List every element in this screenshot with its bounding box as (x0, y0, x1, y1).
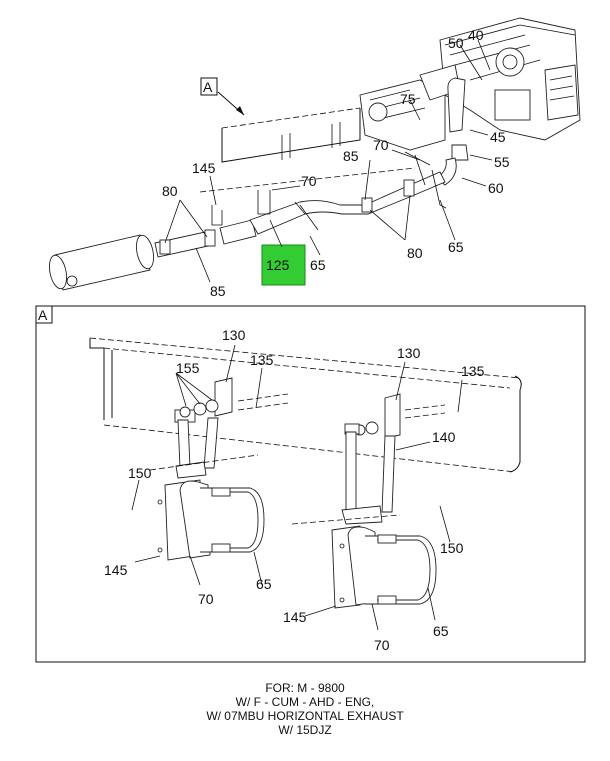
exhaust-assembly (48, 107, 447, 291)
label-80-right: 80 (407, 245, 423, 261)
label-65-left: 65 (256, 576, 272, 592)
label-155: 155 (176, 360, 200, 376)
view-a-callout: A (200, 77, 245, 116)
label-85-top: 85 (343, 148, 359, 164)
label-135-left: 135 (250, 352, 274, 368)
label-130-right: 130 (397, 345, 421, 361)
label-85-bottom: 85 (210, 283, 226, 299)
label-70-left: 70 (198, 591, 214, 607)
caption-line-3: W/ 07MBU HORIZONTAL EXHAUST (206, 709, 404, 723)
label-60: 60 (488, 180, 504, 196)
leader-lines-main (164, 39, 493, 283)
label-70-top-right: 70 (373, 137, 389, 153)
label-70-right: 70 (374, 637, 390, 653)
caption-line-1: FOR: M - 9800 (265, 681, 345, 695)
label-40: 40 (468, 27, 484, 43)
label-75: 75 (400, 91, 416, 107)
label-65-right: 65 (448, 239, 464, 255)
label-140: 140 (432, 429, 456, 445)
svg-text:A: A (38, 307, 48, 323)
caption: FOR: M - 9800 W/ F - CUM - AHD - ENG, W/… (0, 681, 610, 737)
detail-view-a: A (35, 305, 586, 663)
label-50: 50 (448, 35, 464, 51)
label-135-right: 135 (461, 363, 485, 379)
highlight-125 (261, 244, 306, 286)
label-150-left: 150 (128, 465, 152, 481)
svg-text:A: A (203, 79, 213, 95)
label-65-mid: 65 (310, 257, 326, 273)
caption-line-2: W/ F - CUM - AHD - ENG, (235, 695, 375, 709)
label-70-main: 70 (301, 173, 317, 189)
caption-line-4: W/ 15DJZ (278, 723, 332, 737)
label-150-right: 150 (440, 540, 464, 556)
label-145-left: 145 (104, 562, 128, 578)
label-45: 45 (490, 129, 506, 145)
label-125: 125 (266, 257, 290, 273)
label-145-right: 145 (283, 609, 307, 625)
label-55: 55 (494, 154, 510, 170)
main-part-labels: 50 40 75 45 85 55 145 70 60 80 65 125 65… (162, 27, 510, 299)
detail-part-labels: 130 155 135 150 145 70 65 130 135 140 15… (104, 327, 485, 653)
engine-illustration (359, 17, 581, 186)
label-145-main: 145 (192, 160, 216, 176)
label-65-right: 65 (433, 623, 449, 639)
label-80-left: 80 (162, 183, 178, 199)
label-130-left: 130 (222, 327, 246, 343)
